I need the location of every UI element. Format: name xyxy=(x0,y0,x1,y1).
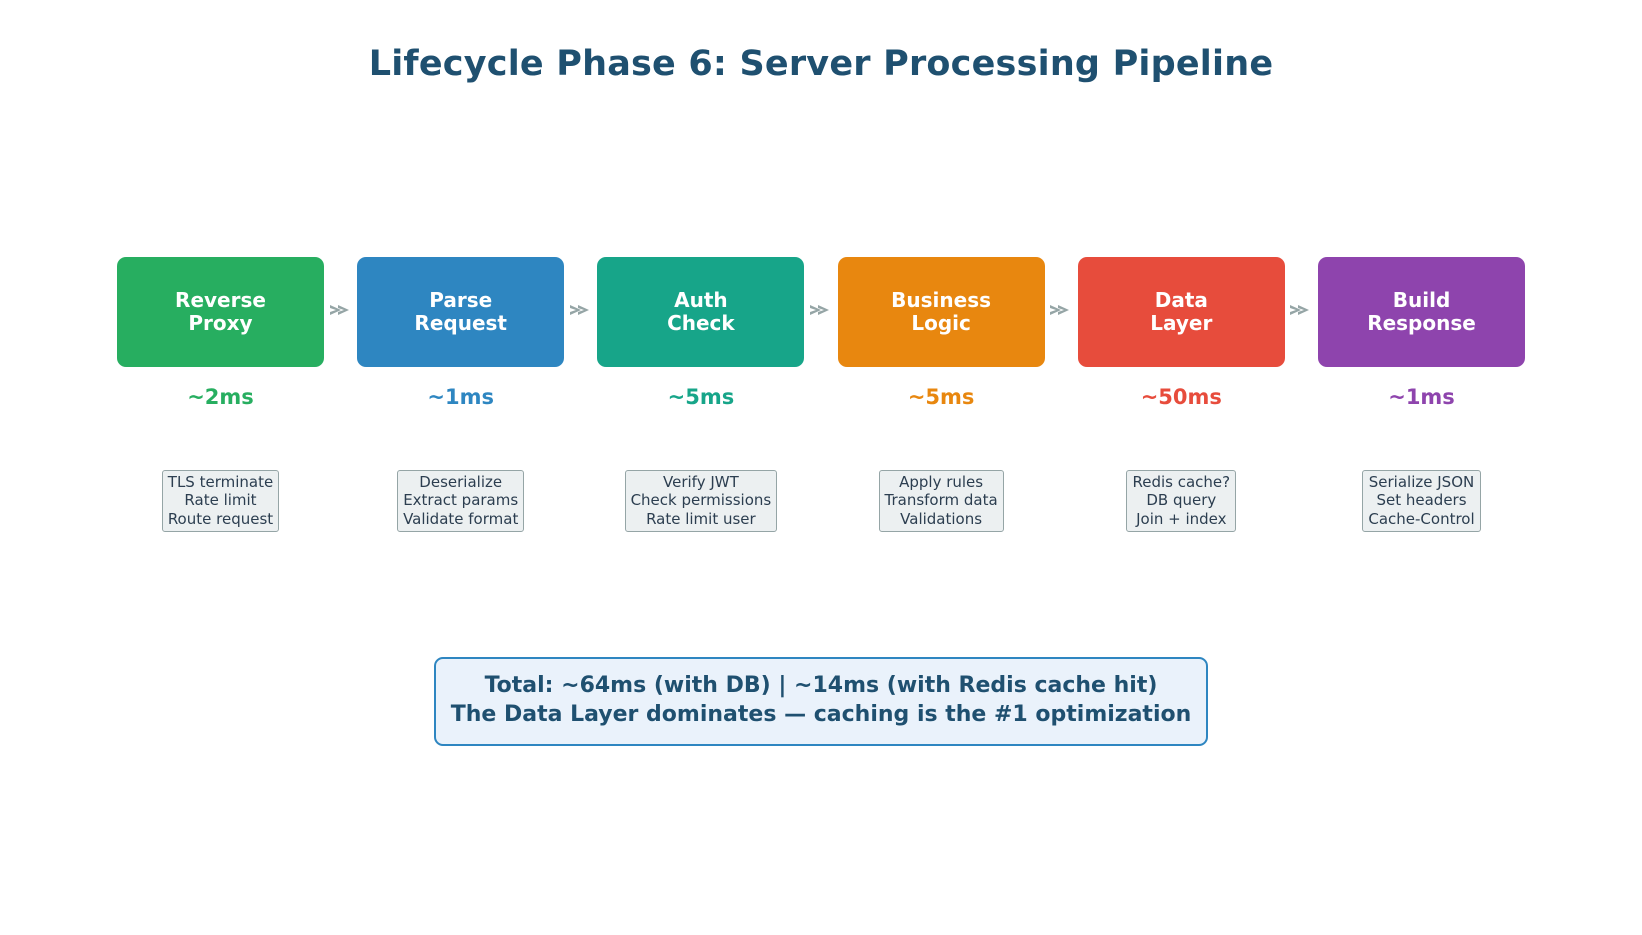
detail-line: Extract params xyxy=(403,491,519,510)
detail-line: Check permissions xyxy=(630,491,772,510)
page-title: Lifecycle Phase 6: Server Processing Pip… xyxy=(368,44,1274,84)
detail-line: Deserialize xyxy=(419,473,503,491)
pipeline-timing-row: ~2ms ~1ms ~5ms ~5ms ~50ms ~1ms xyxy=(117,385,1525,409)
summary-line-insight: The Data Layer dominates — caching is th… xyxy=(450,702,1192,728)
stage-label-line2: Proxy xyxy=(188,311,253,335)
stage-connector-0 xyxy=(324,257,357,367)
stage-label-line1: Build xyxy=(1392,287,1451,312)
detail-line: Serialize JSON xyxy=(1368,473,1475,491)
timing-auth-check: ~5ms xyxy=(667,385,735,409)
arrow-right-icon xyxy=(808,301,834,323)
detail-line: Join + index xyxy=(1136,509,1227,528)
detail-line: Rate limit user xyxy=(646,509,756,528)
detail-gap-1 xyxy=(564,470,597,532)
stage-label-line2: Logic xyxy=(911,311,971,335)
timing-reverse-proxy: ~2ms xyxy=(187,385,254,409)
stage-connector-1 xyxy=(564,257,597,367)
stage-label-line2: Check xyxy=(667,311,735,335)
detail-line: TLS terminate xyxy=(167,473,274,491)
arrow-right-icon xyxy=(328,301,354,323)
timing-data-layer: ~50ms xyxy=(1140,385,1222,409)
timing-gap-3 xyxy=(1045,385,1078,409)
arrow-right-icon xyxy=(568,301,594,323)
arrow-right-icon xyxy=(1288,301,1314,323)
detail-line: Verify JWT xyxy=(663,473,739,491)
timing-gap-2 xyxy=(804,385,837,409)
timing-business-logic: ~5ms xyxy=(907,385,975,409)
stage-label-line2: Response xyxy=(1367,311,1476,335)
detail-line: Route request xyxy=(167,509,274,528)
detail-line: Redis cache? xyxy=(1132,473,1231,491)
detail-gap-4 xyxy=(1285,470,1318,532)
detail-line: Cache-Control xyxy=(1368,509,1475,528)
summary-callout: Total: ~64ms (with DB) | ~14ms (with Red… xyxy=(434,657,1208,746)
stage-label-line2: Layer xyxy=(1150,311,1213,335)
stage-label-line1: Parse xyxy=(429,287,493,312)
detail-line: DB query xyxy=(1146,491,1217,510)
detail-gap-2 xyxy=(804,470,837,532)
arrow-right-icon xyxy=(1048,301,1074,323)
summary-line-total: Total: ~64ms (with DB) | ~14ms (with Red… xyxy=(484,673,1158,698)
stage-connector-2 xyxy=(804,257,837,367)
stage-label-line1: Business xyxy=(891,287,992,312)
timing-build-response: ~1ms xyxy=(1388,385,1455,409)
detail-line: Transform data xyxy=(884,491,998,510)
detail-gap-3 xyxy=(1045,470,1078,532)
detail-line: Rate limit xyxy=(184,491,257,510)
timing-gap-0 xyxy=(324,385,357,409)
detail-line: Apply rules xyxy=(899,473,984,491)
detail-line: Validations xyxy=(900,509,983,528)
stage-label-line1: Reverse xyxy=(175,287,266,312)
detail-line: Set headers xyxy=(1376,491,1467,510)
stage-label-line1: Auth xyxy=(674,287,728,312)
stage-connector-4 xyxy=(1285,257,1318,367)
stage-label-line2: Request xyxy=(414,311,507,335)
stage-connector-3 xyxy=(1045,257,1078,367)
stage-label-line1: Data xyxy=(1154,287,1208,312)
timing-parse-request: ~1ms xyxy=(427,385,494,409)
detail-line: Validate format xyxy=(403,509,519,528)
timing-gap-4 xyxy=(1285,385,1318,409)
detail-gap-0 xyxy=(324,470,357,532)
timing-gap-1 xyxy=(564,385,597,409)
